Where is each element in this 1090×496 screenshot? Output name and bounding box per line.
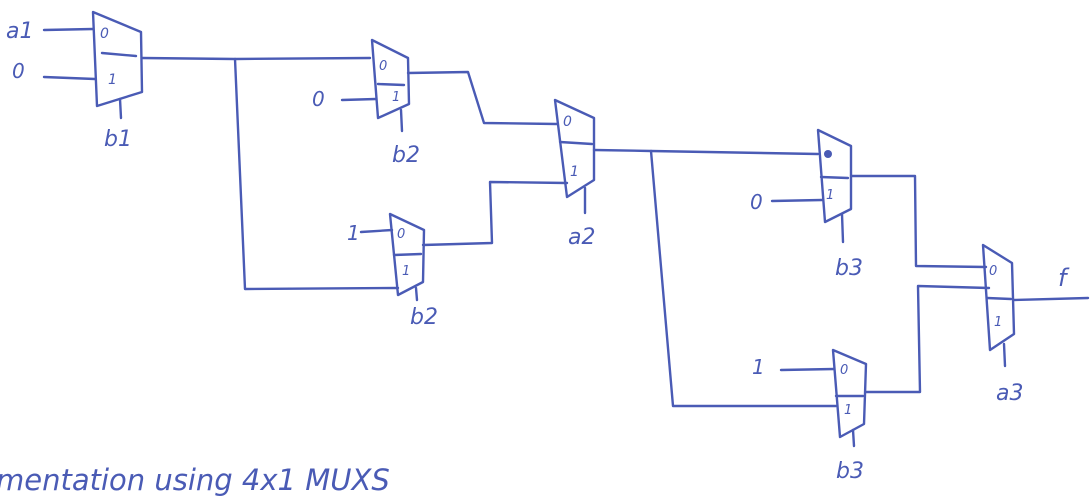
mux7-body (981, 243, 1016, 352)
mux1-port0-label: 0 (100, 26, 109, 42)
mux1-in0-label: a1 (6, 19, 33, 44)
mux6-sel-wire (851, 428, 856, 448)
mux6-in0-wire (779, 367, 836, 372)
mux3-port1-label: 1 (402, 264, 410, 279)
mux6-port0-label: 0 (840, 363, 848, 378)
mux5-in1-label: 0 (750, 190, 763, 214)
mux3-body (388, 212, 426, 297)
mux1-in0-wire (42, 27, 95, 32)
mux1-in1-label: 0 (12, 59, 25, 83)
mux3-port0-label: 0 (397, 227, 405, 242)
mux7-sel-wire (1002, 342, 1007, 368)
mux1-divider (100, 51, 138, 58)
mux2-in1-label: 0 (312, 87, 325, 111)
mux2-port1-label: 1 (392, 90, 400, 105)
mux5-port1-label: 1 (826, 188, 834, 203)
mux1-sel-label: b1 (104, 127, 132, 152)
mux4-divider (558, 140, 594, 146)
mux7-port1-label: 1 (994, 315, 1002, 330)
wire-branch-mux6 (649, 149, 838, 408)
wire-branch-mux3 (233, 57, 400, 291)
mux1-body (91, 10, 144, 108)
mux6-sel-label: b3 (836, 459, 864, 484)
mux4-sel-label: a2 (568, 225, 595, 250)
mux2-port0-label: 0 (379, 59, 387, 74)
mux7-port0-label: 0 (989, 264, 997, 279)
wire-mux4-out (592, 148, 820, 156)
mux4-body (553, 98, 596, 199)
mux2-in1-wire (340, 97, 378, 102)
mux4-port1-label: 1 (570, 164, 579, 180)
mux7-divider (985, 296, 1013, 301)
mux2-sel-label: b2 (392, 143, 420, 168)
wire-mux6-out (864, 284, 991, 394)
mux3-sel-label: b2 (410, 305, 438, 330)
mux6-port1-label: 1 (844, 403, 852, 418)
mux3-sel-wire (414, 286, 419, 302)
mux1-port1-label: 1 (108, 72, 117, 88)
wire-mux5-out (849, 174, 988, 269)
wire-mux3-out (421, 180, 569, 247)
mux3-divider (392, 252, 423, 257)
mux5-sel-label: b3 (835, 256, 863, 281)
mux5-in1-wire (770, 198, 824, 203)
mux3-in0-wire (359, 228, 394, 234)
mux2-divider (376, 82, 406, 87)
mux3-in0-label: 1 (347, 221, 360, 245)
mux6-body (831, 348, 868, 439)
wire-output-f (1011, 296, 1090, 302)
mux6-in0-label: 1 (752, 355, 765, 379)
mux7-sel-label: a3 (996, 381, 1023, 406)
mux2-body (370, 38, 411, 120)
mux1-in1-wire (42, 75, 97, 81)
mux5-body (816, 128, 853, 224)
mux2-sel-wire (399, 108, 404, 133)
output-f-label: f (1058, 264, 1070, 292)
mux4-port0-label: 0 (563, 114, 572, 130)
mux5-divider (819, 175, 850, 180)
mux5-sel-wire (840, 212, 845, 244)
caption-text: mentation using 4x1 MUXS (0, 463, 390, 496)
mux1-sel-wire (118, 97, 123, 120)
mux5-port0-dot (824, 150, 832, 158)
wire-mux2-out (406, 70, 559, 126)
wire-mux1-out (140, 56, 372, 61)
